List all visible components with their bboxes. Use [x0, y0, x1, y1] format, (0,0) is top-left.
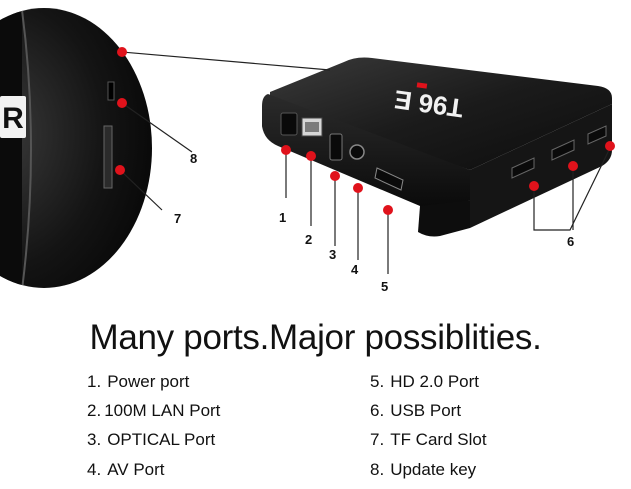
legend-item: 8.Update key: [370, 460, 477, 479]
callout-7: 7: [174, 211, 182, 226]
legend-item: 3.OPTICAL Port: [87, 430, 216, 449]
callout-3: 3: [329, 247, 337, 262]
r-logo-plate: [0, 96, 26, 138]
hdmi-port: [374, 167, 404, 191]
callout-2: 2: [305, 232, 313, 247]
callout-6: 6: [567, 234, 575, 249]
callout-markers: [115, 47, 615, 215]
usb-port-3: [587, 125, 607, 145]
legend-item: 5.HD 2.0 Port: [370, 372, 479, 391]
device-box: T96 E: [262, 57, 612, 237]
device-drawing: R T96 E: [0, 8, 615, 288]
leader-lines: [119, 51, 611, 274]
lan-port-inner: [305, 122, 319, 132]
headline: Many ports.Major possiblities.: [89, 318, 542, 357]
tf-card-slot: [103, 125, 113, 189]
side-letter: R: [2, 102, 24, 135]
legend-item: 1.Power port: [87, 372, 190, 391]
legend-item: 2.100M LAN Port: [87, 401, 221, 420]
av-port: [349, 144, 365, 160]
power-port: [280, 112, 298, 136]
usb-port-1: [511, 157, 535, 179]
legend-item: 7.TF Card Slot: [370, 430, 487, 449]
legend-item: 4.AV Port: [87, 460, 165, 479]
callout-4: 4: [351, 262, 359, 277]
callout-5: 5: [381, 279, 389, 294]
side-zoom-view: R: [0, 8, 152, 288]
update-key: [107, 81, 115, 101]
logo-badge: [416, 82, 428, 89]
callout-1: 1: [279, 210, 287, 225]
usb-port-2: [551, 139, 575, 161]
callout-8: 8: [190, 151, 198, 166]
optical-port: [329, 133, 343, 161]
legend-item: 6.USB Port: [370, 401, 462, 420]
